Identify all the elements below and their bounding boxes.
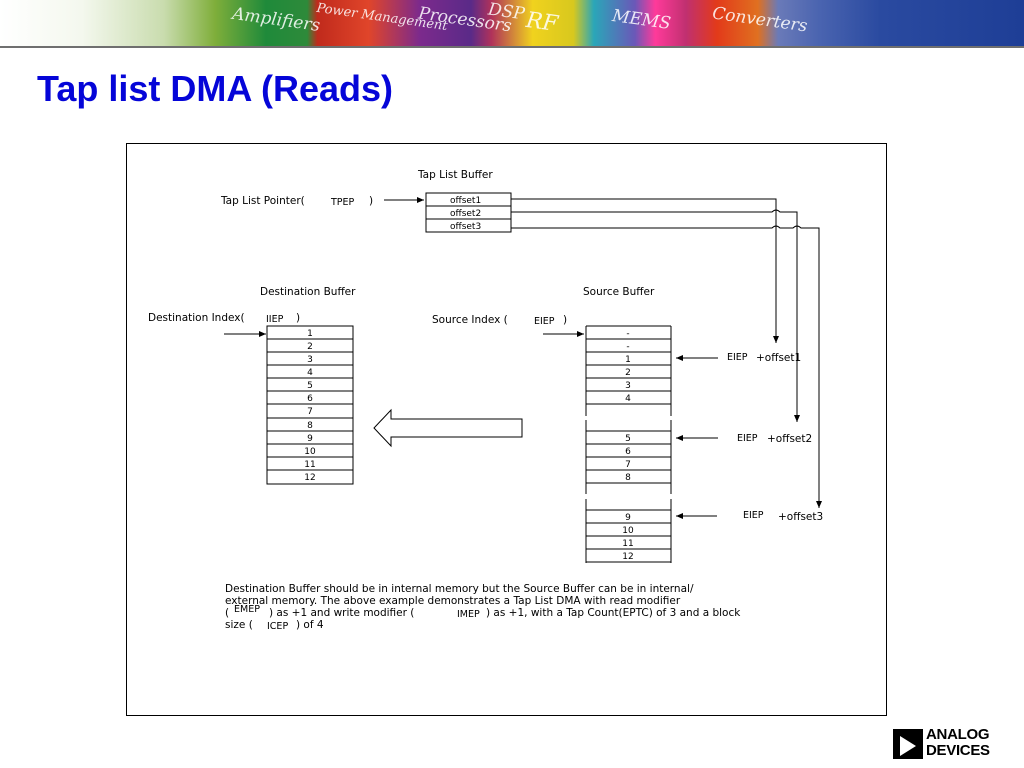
source-buffer: - - 1 2 3 4 5 6 7 8 9 10 11 12 (585, 325, 672, 563)
destination-index-register: IIEP (266, 314, 284, 325)
logo-triangle-icon (893, 729, 923, 759)
logo-line-1: ANALOG (926, 726, 990, 743)
note-line-4-start: size ( (225, 619, 253, 631)
offset3-pointer-label: +offset3 (778, 511, 823, 523)
destination-cell-10: 10 (304, 447, 316, 457)
source-cell-dash-1: - (626, 329, 629, 339)
offset-cell-3 (425, 218, 512, 233)
tap-list-buffer: offset1 offset2 offset3 (425, 192, 512, 233)
source-cell-10: 10 (622, 526, 634, 536)
source-cell-8: 8 (625, 473, 631, 483)
destination-cell-8: 8 (307, 421, 313, 431)
note-register-icep: ICEP (267, 621, 288, 632)
logo-line-2: DEVICES (926, 742, 990, 759)
source-index-label: Source Index ( (432, 314, 508, 326)
slide-title: Tap list DMA (Reads) (37, 68, 394, 109)
destination-buffer: 1 2 3 4 5 6 7 8 9 10 11 12 (266, 325, 354, 485)
offset2-pointer-register: EIEP (737, 433, 758, 444)
note-line-3-end: ) as +1, with a Tap Count(EPTC) of 3 and… (486, 607, 741, 619)
offset3-connector (511, 225, 822, 508)
source-cell-9: 9 (625, 513, 631, 523)
note-line-4-end: ) of 4 (296, 619, 324, 631)
offset-label-2: offset2 (450, 209, 481, 219)
source-cell-11: 11 (622, 539, 633, 549)
source-index-close: ) (563, 314, 567, 326)
note-line-3-middle: ) as +1 and write modifier ( (269, 607, 414, 619)
source-cell-5: 5 (625, 434, 631, 444)
destination-cell-6: 6 (307, 394, 313, 404)
offset1-connector (511, 198, 779, 343)
destination-cell-2: 2 (307, 342, 313, 352)
offset-label-3: offset3 (450, 222, 481, 232)
destination-cell-3: 3 (307, 355, 313, 365)
analog-devices-logo: ANALOG DEVICES (893, 727, 1003, 763)
diagram-note: Destination Buffer should be in internal… (225, 583, 741, 632)
offset1-pointer-register: EIEP (727, 352, 748, 363)
source-cell-12: 12 (622, 552, 633, 562)
tap-list-buffer-label: Tap List Buffer (417, 169, 493, 181)
destination-index-close: ) (296, 312, 300, 324)
tap-list-pointer-register: TPEP (330, 197, 355, 208)
offset3-pointer-register: EIEP (743, 510, 764, 521)
source-cell-6: 6 (625, 447, 631, 457)
banner-divider (0, 46, 1024, 48)
logo-text: ANALOG DEVICES (926, 727, 990, 759)
note-line-1: Destination Buffer should be in internal… (225, 583, 694, 595)
transfer-arrow (373, 408, 523, 448)
header-banner: Amplifiers Power Management Processors D… (0, 0, 1024, 46)
note-line-2: external memory. The above example demon… (225, 595, 681, 607)
source-cell-2: 2 (625, 368, 631, 378)
destination-buffer-label: Destination Buffer (260, 286, 356, 298)
tap-list-pointer-label: Tap List Pointer( (220, 195, 305, 207)
source-index-register: EIEP (534, 316, 555, 327)
diagram-frame (126, 143, 887, 716)
offset2-connector (511, 209, 800, 422)
source-cell-1: 1 (625, 355, 631, 365)
source-cell-dash-2: - (626, 342, 629, 352)
destination-cell-5: 5 (307, 381, 313, 391)
source-cell-4: 4 (625, 394, 631, 404)
source-cell-3: 3 (625, 381, 631, 391)
destination-cell-12: 12 (304, 473, 315, 483)
offset2-pointer-label: +offset2 (767, 433, 812, 445)
note-line-3-open: ( (225, 607, 229, 619)
destination-cell-7: 7 (307, 407, 313, 417)
note-register-emep: EMEP (234, 604, 260, 615)
offset1-pointer-label: +offset1 (756, 352, 801, 364)
source-cell-7: 7 (625, 460, 631, 470)
note-register-imep: IMEP (457, 609, 480, 620)
source-buffer-label: Source Buffer (583, 286, 655, 298)
destination-cell-4: 4 (307, 368, 313, 378)
destination-cell-11: 11 (304, 460, 315, 470)
offset-label-1: offset1 (450, 196, 481, 206)
destination-cell-9: 9 (307, 434, 313, 444)
tap-list-pointer-close: ) (369, 195, 373, 207)
destination-index-label: Destination Index( (148, 312, 245, 324)
destination-cell-1: 1 (307, 329, 313, 339)
